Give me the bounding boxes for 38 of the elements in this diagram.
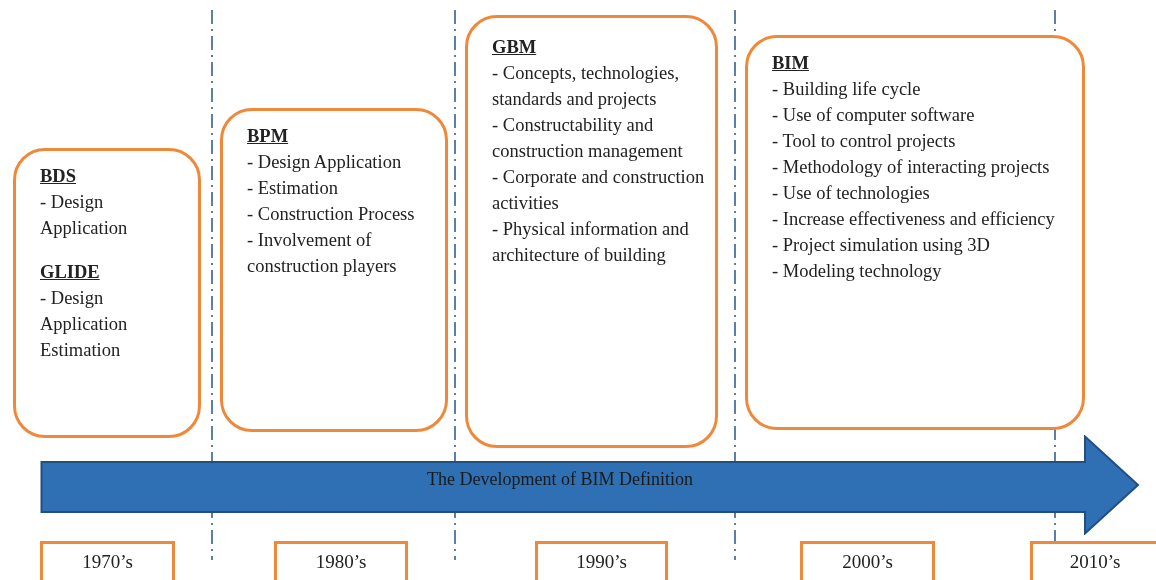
bullet-item: - Building life cycle [772,78,922,101]
bullet-item: - Increase effectiveness and efficiency [772,208,1056,231]
bullet-item: - Estimation [247,177,339,200]
year-box [1030,541,1156,580]
bullet-item: - Modeling technology [772,260,943,283]
bullet-item: - Tool to control projects [772,130,957,153]
bullet-item: - Project simulation using 3D [772,234,991,257]
year-box [800,541,935,580]
timeline-card [465,15,718,448]
year-label: 1970’s [82,551,133,573]
bullet-item: - Design Application [40,191,129,240]
arrow-label: The Development of BIM Definition [426,469,694,490]
year-label: 1990’s [576,551,627,573]
year-box [535,541,668,580]
bullet-item: - Use of technologies [772,182,931,205]
year-box [274,541,408,580]
bullet-item: - Involvement of construction players [247,229,398,278]
bullet-item: - Design Application [247,151,403,174]
year-label: 1980’s [315,551,367,573]
card-heading: BPM [247,125,290,148]
bullet-item: - Corporate and construction activities [492,166,705,215]
bullet-item: - Constructability and construction management [492,114,684,163]
timeline-card [745,35,1085,430]
card-heading: GBM [492,36,538,59]
year-label: 2000’s [842,551,893,573]
timeline-card [13,148,201,438]
year-label: 2010’s [1069,551,1121,573]
year-box [40,541,175,580]
bullet-item: - Use of computer software [772,104,976,127]
card-heading: GLIDE [40,261,101,284]
bullet-item: - Physical information and architecture of building [492,218,690,267]
bullet-item: - Methodology of interacting projects [772,156,1051,179]
bullet-item: - Design Application Estimation [40,287,129,362]
bullet-item: - Construction Process [247,203,416,226]
card-heading: BDS [40,165,77,188]
bullet-item: - Concepts, technologies, standards and projects [492,62,680,111]
timeline-card [220,108,448,432]
card-heading: BIM [772,52,810,75]
